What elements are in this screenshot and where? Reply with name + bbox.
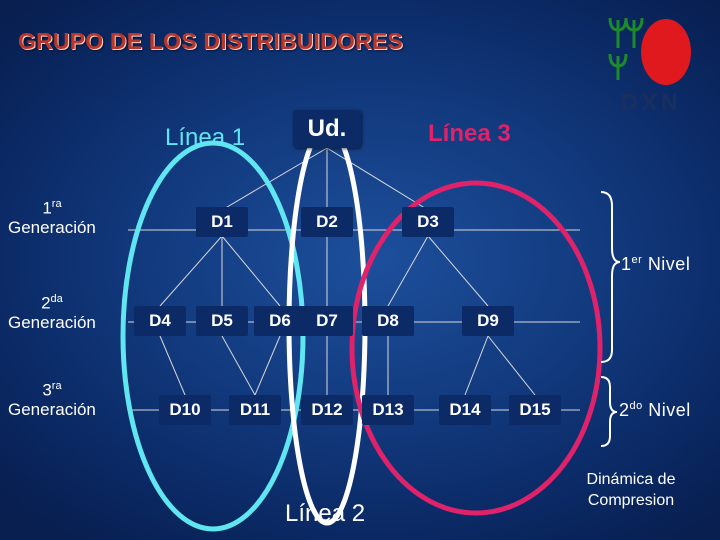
linea-3-ellipse [349,180,603,516]
node-d3: D3 [402,207,454,237]
node-d13: D13 [362,395,414,425]
generation-1-label: 1ra Generación [8,198,96,238]
linea-1-ellipse [120,140,306,532]
generation-1-number: 1 [42,198,52,218]
node-d6: D6 [254,306,306,336]
level-2-word: Nivel [648,400,691,420]
dynamic-caption: Dinámica de Compresion [586,471,676,509]
node-d1: D1 [196,207,248,237]
linea-2-label: Línea 2 [285,500,366,527]
generation-2-word: Generación [8,313,96,333]
node-d12: D12 [301,395,353,425]
node-d7: D7 [301,306,353,336]
level-1-label: 1er Nivel [621,254,690,275]
level-2-label: 2do Nivel [619,400,691,421]
level-1-suffix: er [631,254,643,266]
tree-connectors [159,147,536,396]
linea-3-label: Línea 3 [428,120,511,147]
level-2-number: 2 [619,400,630,420]
node-d9: D9 [462,306,514,336]
generation-3-label: 3ra Generación [8,380,96,420]
node-d14: D14 [439,395,491,425]
generation-2-label: 2da Generación [8,293,96,333]
generation-3-number: 3 [42,380,52,400]
root-node-label: Ud. [307,115,347,142]
node-d11: D11 [229,395,281,425]
node-d4: D4 [134,306,186,336]
logo-text: DXN [621,89,682,115]
node-d2: D2 [301,207,353,237]
node-d8: D8 [362,306,414,336]
node-d10: D10 [159,395,211,425]
generation-2-number: 2 [41,293,51,313]
generation-2-suffix: da [50,293,63,305]
level-1-bracket [600,191,621,363]
level-2-suffix: do [629,400,643,412]
node-d5: D5 [196,306,248,336]
generation-1-suffix: ra [51,198,62,210]
generation-1-word: Generación [8,218,96,238]
level-2-bracket [600,376,618,447]
generation-3-suffix: ra [51,380,62,392]
level-1-number: 1 [621,254,632,274]
generation-3-word: Generación [8,400,96,420]
root-node: Ud. [293,110,361,148]
page-title: GRUPO DE LOS DISTRIBUIDORES [18,28,403,54]
node-d15: D15 [509,395,561,425]
dxn-mushroom-logo-icon [606,12,646,87]
level-1-word: Nivel [647,254,691,274]
logo-circle [641,19,691,85]
linea-1-label: Línea 1 [165,124,246,151]
